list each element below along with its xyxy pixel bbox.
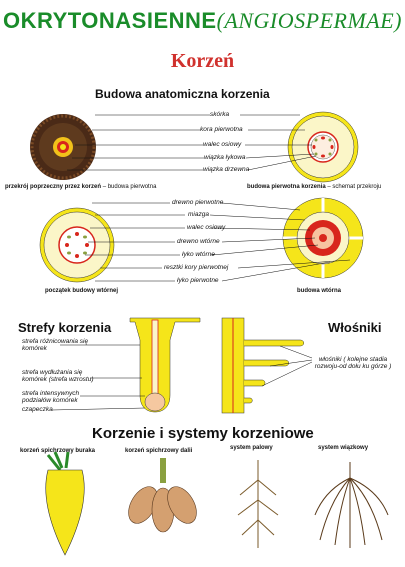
label-phloem-bundle: wiązka łykowa xyxy=(204,154,246,161)
title-latin: ANGIOSPERMAE xyxy=(224,8,395,33)
label-primary-phloem: łyko pierwotne xyxy=(177,277,219,284)
label-meristem-zone: strefa intensywnych podziałów komórek xyxy=(22,390,80,404)
label-primary-cortex: kora pierwotna xyxy=(200,126,243,133)
root-zones-drawing xyxy=(129,317,201,413)
label-elongation-zone: strefa wydłużania się komórek (strefa wz… xyxy=(22,369,94,383)
root-hairs-drawing xyxy=(221,317,304,414)
label-cortex-remains: resztki kory pierwotnej xyxy=(164,264,229,271)
label-skin: skórka xyxy=(210,111,230,118)
caption-beet: korzeń spichrzowy buraka xyxy=(20,448,96,454)
label-cambium: miazga xyxy=(188,211,209,218)
primary-structure-schema xyxy=(287,111,359,183)
systems-heading: Korzenie i systemy korzeniowe xyxy=(92,425,314,442)
secondary-structure xyxy=(282,197,364,279)
initial-secondary-structure xyxy=(39,207,115,283)
caption-fibrous: system wiązkowy xyxy=(318,445,369,451)
label-root-hairs: włośniki ( kolejne stadia rozwoju-od doł… xyxy=(314,356,392,370)
page-title: OKRYTONASIENNE(ANGIOSPERMAE) xyxy=(0,8,405,34)
anatomy-heading: Budowa anatomiczna korzenia xyxy=(95,87,270,101)
caption-taproot: system palowy xyxy=(230,445,273,451)
caption-secondary: budowa wtórna xyxy=(297,288,341,294)
zones-heading: Strefy korzenia xyxy=(18,320,112,335)
title-main: OKRYTONASIENNE xyxy=(3,8,217,33)
label-vascular-cylinder-2: walec osiowy xyxy=(187,224,226,231)
fibrous-system xyxy=(314,462,389,548)
beet-storage-root xyxy=(45,451,85,556)
caption-primary-schema: budowa pierwotna korzenia – schemat prze… xyxy=(247,184,382,190)
caption-dahlia: korzeń spichrzowy dalii xyxy=(125,448,193,454)
caption-initial-secondary: początek budowy wtórnej xyxy=(45,288,119,294)
label-differentiation-zone: strefa różnicowania się komórek xyxy=(22,338,89,352)
taproot-system xyxy=(237,460,279,548)
label-secondary-xylem: drewno wtórne xyxy=(177,238,220,245)
title-paren-open: ( xyxy=(216,8,225,33)
page-subtitle: Korzeń xyxy=(170,50,235,72)
label-vascular-cylinder: walec osiowy xyxy=(203,141,242,148)
title-paren-close: ) xyxy=(394,8,402,33)
dahlia-storage-root xyxy=(128,458,197,533)
label-root-cap: czapeczka xyxy=(22,406,53,413)
label-secondary-phloem: łyko wtórne xyxy=(182,251,215,258)
label-primary-xylem: drewno pierwotne xyxy=(172,199,224,206)
label-xylem-bundle: wiązka drzewna xyxy=(203,166,250,173)
cross-section-micrograph xyxy=(30,114,96,180)
hairs-heading: Włośniki xyxy=(328,320,382,335)
caption-cross-section: przekrój poprzeczny przez korzeń – budow… xyxy=(5,184,157,190)
